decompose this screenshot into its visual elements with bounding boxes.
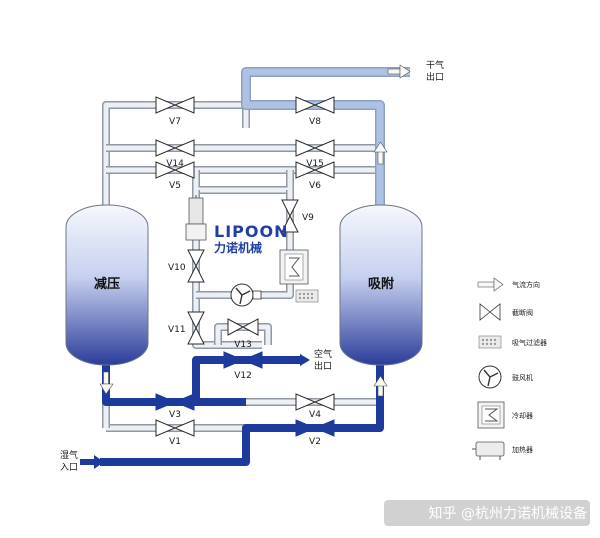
- dry-gas-outlet-label-1: 干气: [426, 59, 444, 71]
- legend-cooler-icon: [477, 401, 505, 429]
- valve-v15-label: V15: [306, 159, 324, 169]
- legend: 气流方向 截断阀 吸气过滤器 鼓风机 冷却器: [472, 277, 547, 460]
- tank-decompression: 减压: [65, 204, 149, 366]
- air-outlet-label-1: 空气: [314, 348, 332, 360]
- valve-v10-icon: [187, 249, 205, 283]
- air-outlet-label-2: 出口: [314, 360, 332, 372]
- valve-v13-label: V13: [234, 340, 252, 350]
- cooler-icon: [279, 249, 309, 285]
- valve-labels: V7 V8 V14 V15 V5 V6 V9 V10 V11 V13 V12 V…: [166, 117, 324, 447]
- legend-cooler-label: 冷却器: [512, 411, 533, 420]
- logo-brand: LIPOON: [214, 222, 288, 241]
- flow-arrows: [80, 64, 411, 469]
- port-labels: 干气 出口 空气 出口 湿气 入口: [60, 59, 444, 473]
- wet-gas-inlet-label-2: 入口: [60, 462, 78, 473]
- flow-arrow-dry-outlet: [387, 64, 411, 79]
- valve-v9-icon: [281, 199, 299, 233]
- valve-v5-label: V5: [169, 181, 181, 191]
- flow-arrow-up-bottom-right: [373, 375, 388, 397]
- heater-vertical-icon: [185, 195, 207, 241]
- legend-flow-arrow-icon: [477, 277, 504, 292]
- valve-v10-label: V10: [168, 263, 186, 273]
- legend-fan-label: 鼓风机: [512, 373, 533, 382]
- valve-v7-icon: [155, 96, 195, 114]
- flow-arrow-wet-inlet: [80, 455, 104, 469]
- legend-heater-label: 加热器: [512, 445, 533, 454]
- legend-fan-icon: [478, 365, 502, 389]
- valve-v4-label: V4: [309, 410, 321, 420]
- valve-v3-label: V3: [169, 410, 181, 420]
- legend-filter-icon: [478, 335, 502, 349]
- watermark: 知乎 @杭州力诺机械设备: [384, 500, 590, 526]
- flow-arrow-up-right: [373, 141, 388, 165]
- valve-v9-label: V9: [302, 213, 314, 223]
- legend-filter-label: 吸气过滤器: [512, 338, 547, 347]
- valve-v11-icon: [187, 311, 205, 345]
- valve-v6-label: V6: [309, 181, 321, 191]
- valve-v2-label: V2: [309, 437, 321, 447]
- logo-cn: 力诺机械: [214, 240, 262, 255]
- legend-valve-icon: [479, 303, 501, 321]
- filter-icon: [295, 289, 319, 303]
- legend-heater-icon: [472, 441, 505, 460]
- valve-v6-icon: [295, 161, 335, 179]
- valve-v8-icon: [295, 96, 335, 114]
- valve-v11-label: V11: [168, 325, 186, 335]
- valve-v7-label: V7: [169, 117, 181, 127]
- flow-arrow-air-outlet: [300, 354, 310, 366]
- wet-gas-inlet-label-1: 湿气: [60, 449, 78, 461]
- lipoon-logo: LIPOON 力诺机械: [214, 222, 288, 255]
- valve-v12-icon: [223, 351, 263, 369]
- valve-v14-icon: [155, 139, 195, 157]
- legend-valve-label: 截断阀: [512, 308, 533, 317]
- tank-right-label: 吸附: [368, 276, 394, 292]
- valve-v4-icon: [295, 393, 335, 411]
- valve-v13-icon: [227, 318, 259, 336]
- tank-adsorption: 吸附: [339, 204, 423, 366]
- blower-fan-icon: [230, 283, 262, 307]
- valves: [155, 96, 335, 437]
- dry-gas-pipe: [241, 67, 410, 210]
- tank-left-label: 减压: [94, 276, 120, 292]
- dry-gas-outlet-label-2: 出口: [426, 71, 444, 83]
- valve-v3-icon: [155, 393, 195, 411]
- valve-v15-icon: [295, 139, 335, 157]
- legend-flow-label: 气流方向: [512, 280, 540, 289]
- valve-v1-icon: [155, 419, 195, 437]
- valve-v14-label: V14: [166, 159, 184, 169]
- flow-arrow-down-left: [99, 371, 114, 395]
- valve-v1-label: V1: [169, 437, 181, 447]
- valve-v12-label: V12: [234, 371, 252, 381]
- valve-v8-label: V8: [309, 117, 321, 127]
- valve-v2-icon: [295, 419, 335, 437]
- valve-v5-icon: [155, 161, 195, 179]
- watermark-text: 知乎 @杭州力诺机械设备: [429, 505, 587, 522]
